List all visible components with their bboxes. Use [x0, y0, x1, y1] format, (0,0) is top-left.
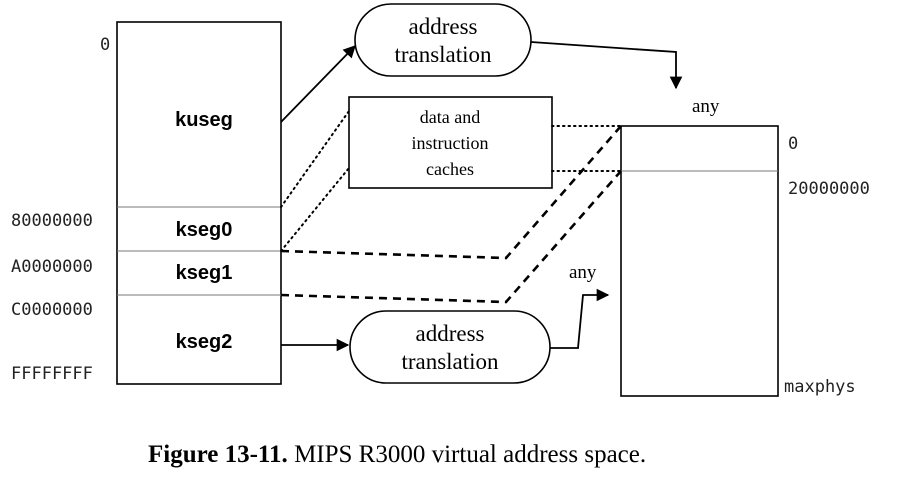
virtual-address-box — [116, 21, 282, 385]
caches-line2: instruction — [412, 133, 489, 153]
address-a0000000-label: A0000000 — [11, 257, 93, 277]
caption-figure-number: Figure 13-11. — [148, 441, 288, 468]
physical-maxphys-label: maxphys — [784, 377, 856, 397]
kseg2-label: kseg2 — [176, 331, 233, 353]
top-translation-box — [354, 3, 532, 77]
kseg0-cache-dotted-bottom — [280, 167, 350, 252]
caches-box-group: data and instruction caches — [348, 96, 553, 189]
virtual-address-labels: 0 80000000 A0000000 C0000000 FFFFFFFF — [11, 35, 110, 384]
address-ffffffff-label: FFFFFFFF — [11, 364, 93, 384]
kuseg-to-translation-arrow — [280, 45, 356, 123]
kseg0-label: kseg0 — [176, 219, 233, 241]
physical-memory-column: 0 20000000 maxphys — [620, 125, 870, 397]
kseg1-label: kseg1 — [176, 262, 233, 284]
figure-caption: Figure 13-11. MIPS R3000 virtual address… — [148, 441, 646, 468]
caches-line1: data and — [420, 107, 480, 127]
kseg0-cache-dotted-top — [280, 110, 350, 208]
top-translation-line2: translation — [394, 42, 492, 67]
physical-zero-label: 0 — [788, 134, 798, 154]
bottom-translation-line2: translation — [401, 349, 499, 374]
bottom-translation-line1: address — [416, 321, 485, 346]
caches-line3: caches — [426, 159, 474, 179]
address-zero-label: 0 — [100, 35, 110, 55]
kuseg-label: kuseg — [175, 109, 233, 131]
top-translation-line1: address — [409, 14, 478, 39]
kseg-dashed-bottom — [280, 170, 622, 304]
bottom-address-translation: address translation — [349, 310, 551, 384]
translation-to-any-arrow — [550, 288, 610, 349]
top-address-translation: address translation — [354, 3, 532, 77]
physical-memory-box — [620, 125, 779, 397]
translation-to-physical-arrow — [530, 41, 683, 90]
caches-box — [348, 96, 553, 189]
caption-text: MIPS R3000 virtual address space. — [288, 441, 646, 468]
bottom-translation-box — [349, 310, 551, 384]
address-80000000-label: 80000000 — [11, 211, 93, 231]
virtual-address-column: kuseg kseg0 kseg1 kseg2 — [116, 21, 282, 385]
physical-20000000-label: 20000000 — [788, 179, 870, 199]
address-c0000000-label: C0000000 — [11, 300, 93, 320]
any-label-bottom: any — [569, 262, 597, 283]
any-label-top: any — [692, 96, 720, 117]
kseg-dashed-top — [280, 125, 622, 260]
